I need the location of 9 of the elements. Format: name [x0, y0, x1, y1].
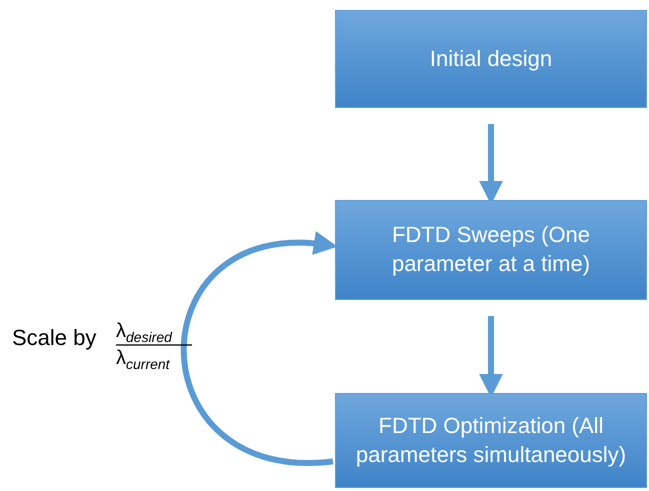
process-box [335, 393, 647, 488]
fraction-denominator: λ$_{current}$ [116, 347, 170, 372]
fraction-numerator: λ$_{desired}$ [116, 320, 172, 345]
process-box [335, 10, 647, 108]
box-text: FDTD Sweeps (One parameter at a time) [390, 221, 592, 278]
scale-label: Scale by [12, 325, 96, 351]
process-box [335, 200, 647, 300]
box-text: Initial design [430, 44, 552, 73]
box-text: FDTD Optimization (All parameters simultaneously) [354, 412, 628, 469]
